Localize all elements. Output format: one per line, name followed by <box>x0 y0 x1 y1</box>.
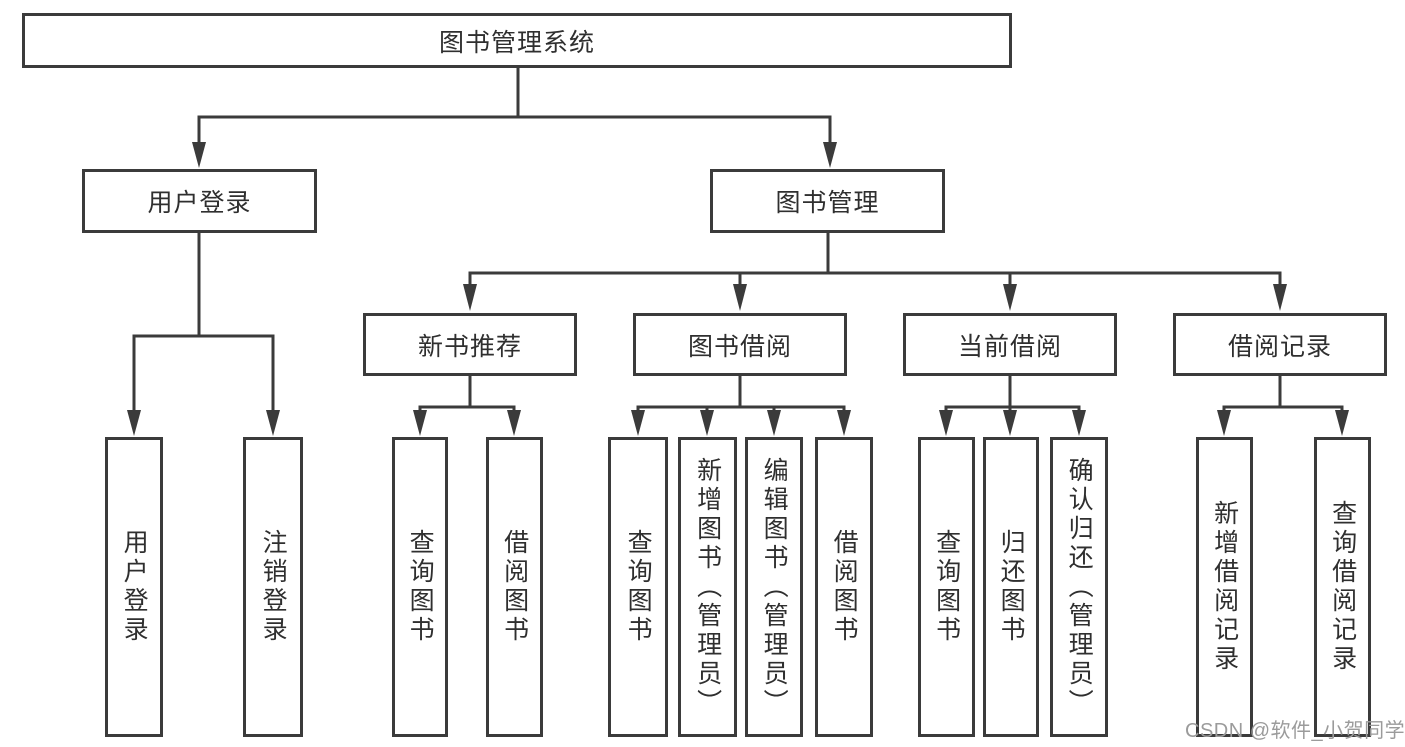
leaf-query-borrow-record-label: 查询借阅记录 <box>1328 500 1357 674</box>
leaf-borrow-books-1: 借阅图书 <box>486 437 543 737</box>
arrowhead <box>1003 410 1017 436</box>
node-user-login-label: 用户登录 <box>147 189 252 217</box>
leaf-confirm-return-admin: 确认归还（管理员） <box>1050 437 1108 737</box>
arrowhead <box>823 142 837 168</box>
arrowhead <box>1335 410 1349 436</box>
node-borrowing-records-label: 借阅记录 <box>1227 332 1332 361</box>
node-borrowing-records: 借阅记录 <box>1173 313 1387 376</box>
leaf-query-books-1: 查询图书 <box>392 437 448 737</box>
node-new-book-recommend: 新书推荐 <box>363 313 577 376</box>
leaf-query-borrow-record: 查询借阅记录 <box>1314 437 1371 737</box>
leaf-return-books-label: 归还图书 <box>997 529 1026 645</box>
arrowhead <box>1003 284 1017 311</box>
node-book-borrowing-label: 图书借阅 <box>687 332 792 361</box>
leaf-add-books-admin: 新增图书（管理员） <box>678 437 737 737</box>
arrowhead <box>939 410 953 436</box>
leaf-user-login: 用户登录 <box>105 437 163 737</box>
node-book-management-label: 图书管理 <box>775 189 880 217</box>
node-root-label: 图书管理系统 <box>438 28 595 57</box>
leaf-borrow-books-1-label: 借阅图书 <box>500 529 529 645</box>
leaf-return-books: 归还图书 <box>983 437 1039 737</box>
arrowhead <box>463 284 477 311</box>
arrowhead <box>700 410 714 436</box>
arrowhead <box>192 142 206 168</box>
csdn-watermark: CSDN @软件_小贺同学 <box>1185 720 1405 742</box>
leaf-borrow-books-2: 借阅图书 <box>815 437 873 737</box>
node-root: 图书管理系统 <box>22 13 1012 68</box>
leaf-logout-label: 注销登录 <box>259 529 288 645</box>
arrowhead <box>1217 410 1231 436</box>
arrowhead <box>631 410 645 436</box>
node-new-book-recommend-label: 新书推荐 <box>417 332 522 361</box>
arrowhead <box>507 410 521 436</box>
leaf-query-books-2: 查询图书 <box>608 437 668 737</box>
node-current-borrowing-label: 当前借阅 <box>957 332 1062 361</box>
leaf-add-books-admin-label: 新增图书（管理员） <box>693 456 722 718</box>
arrowhead <box>127 410 141 436</box>
leaf-query-books-1-label: 查询图书 <box>406 529 435 645</box>
arrowhead <box>1273 284 1287 311</box>
leaf-borrow-books-2-label: 借阅图书 <box>830 529 859 645</box>
leaf-add-borrow-record: 新增借阅记录 <box>1196 437 1253 737</box>
arrowhead <box>1072 410 1086 436</box>
arrowhead <box>266 410 280 436</box>
arrowhead <box>767 410 781 436</box>
node-user-login: 用户登录 <box>82 169 317 233</box>
leaf-query-books-3-label: 查询图书 <box>932 529 961 645</box>
node-current-borrowing: 当前借阅 <box>903 313 1117 376</box>
leaf-confirm-return-admin-label: 确认归还（管理员） <box>1065 456 1094 718</box>
leaf-add-borrow-record-label: 新增借阅记录 <box>1210 500 1239 674</box>
leaf-edit-books-admin: 编辑图书（管理员） <box>745 437 803 737</box>
arrowhead <box>733 284 747 311</box>
node-book-borrowing: 图书借阅 <box>633 313 847 376</box>
arrowhead <box>413 410 427 436</box>
leaf-edit-books-admin-label: 编辑图书（管理员） <box>760 456 789 718</box>
node-book-management: 图书管理 <box>710 169 945 233</box>
leaf-query-books-3: 查询图书 <box>918 437 975 737</box>
leaf-logout: 注销登录 <box>243 437 303 737</box>
arrowhead <box>837 410 851 436</box>
leaf-user-login-label: 用户登录 <box>120 529 149 645</box>
leaf-query-books-2-label: 查询图书 <box>624 529 653 645</box>
